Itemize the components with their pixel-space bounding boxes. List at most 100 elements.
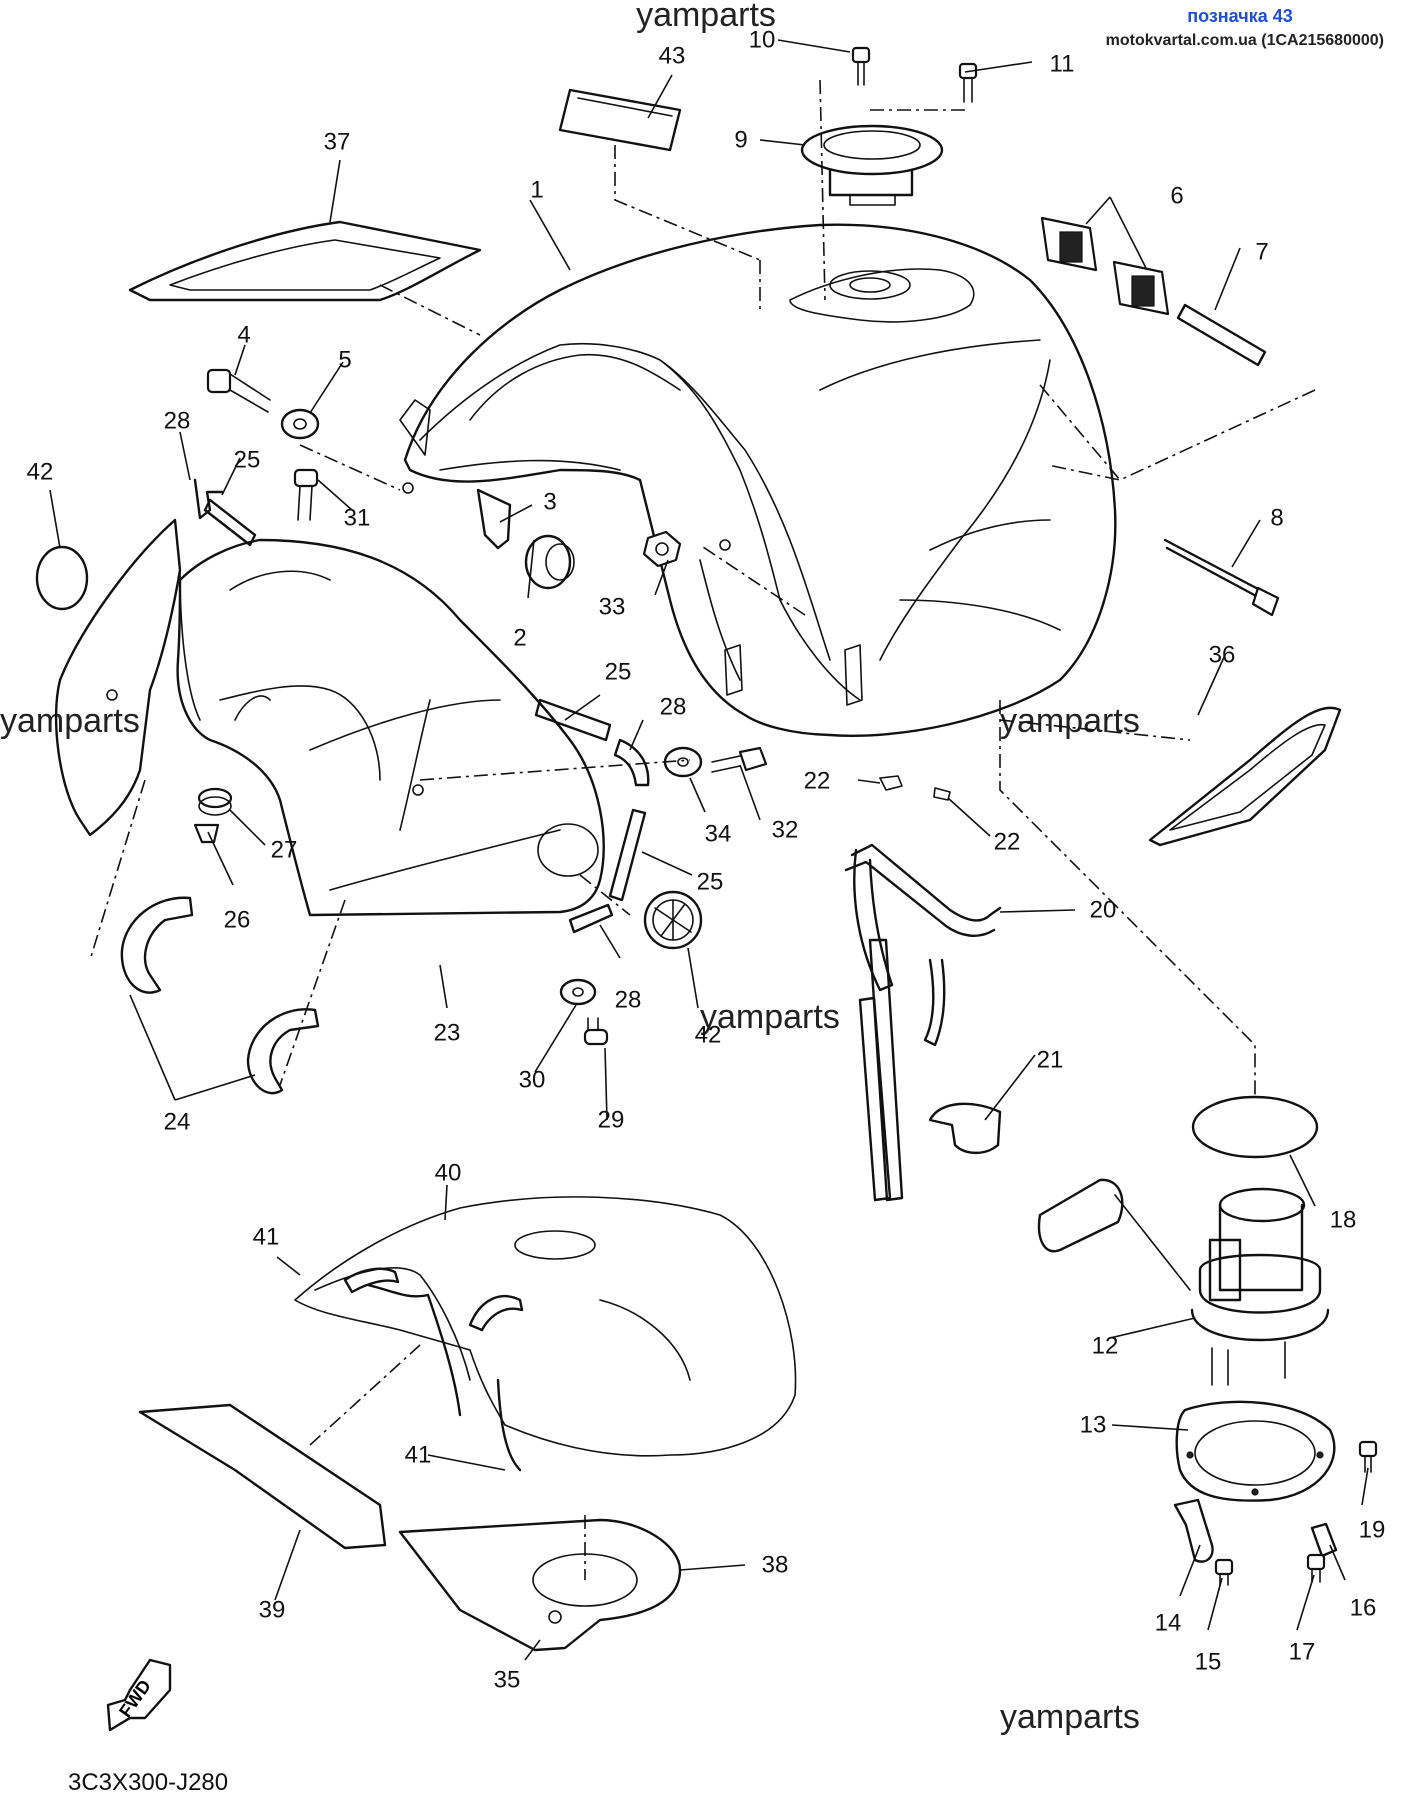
screw-19 [1358,1440,1378,1473]
callout-41-b: 41 [405,1442,432,1469]
clip-22-a [879,775,903,791]
callout-26: 26 [224,907,251,934]
callout-6: 6 [1170,183,1183,210]
callout-25-c: 25 [697,869,724,896]
lower-tank-seal-41 [496,1378,522,1472]
callout-23: 23 [434,1020,461,1047]
diagram-code: 3C3X300-J280 [68,1769,228,1796]
callout-40: 40 [435,1160,462,1187]
callout-38: 38 [762,1552,789,1579]
nut-33 [642,530,682,568]
callout-19: 19 [1359,1517,1386,1544]
callout-1: 1 [530,177,543,204]
side-cover-left-panel [54,518,201,837]
callout-9: 9 [734,127,747,154]
callout-28-b: 28 [660,694,687,721]
screw-29 [583,1017,609,1046]
grommet-2 [524,534,575,590]
callout-22-a: 22 [804,768,831,795]
damper-24-a [120,896,194,994]
hose-set-20 [844,843,1002,1202]
screw-32 [711,746,768,773]
screw-31 [293,468,319,521]
callout-8: 8 [1270,505,1283,532]
fwd-arrow: FWD [106,1658,172,1732]
callout-25-b: 25 [605,659,632,686]
collar-26 [193,823,220,844]
watermark-right: yamparts [1000,702,1140,740]
callout-41-a: 41 [253,1224,280,1251]
callout-22-b: 22 [994,829,1021,856]
strip-25-top [203,498,257,547]
header-title: позначка 43 [1187,6,1293,26]
cap-screw [958,62,978,103]
lower-tank-seal-40 [366,1283,462,1417]
callout-32: 32 [772,817,799,844]
callout-43: 43 [659,43,686,70]
callout-14: 14 [1155,1610,1182,1637]
damper-24-b [246,1008,320,1095]
strip-25-low [608,808,647,902]
watermark-left: yamparts [0,702,140,740]
callout-27: 27 [271,837,298,864]
callout-39: 39 [259,1597,286,1624]
callout-16: 16 [1350,1595,1377,1622]
header-site: motokvartal.com.ua (1CA215680000) [1106,32,1384,49]
callout-18: 18 [1330,1207,1357,1234]
collar-7 [1176,303,1267,367]
clamp-21 [928,1102,1002,1155]
screw-15 [1214,1558,1234,1586]
callout-5: 5 [338,347,351,374]
callout-25-a: 25 [234,447,261,474]
callout-15: 15 [1195,1649,1222,1676]
assembly-lines [89,79,1316,1580]
callout-34: 34 [705,821,732,848]
callout-36: 36 [1209,642,1236,669]
callout-35: 35 [494,1667,521,1694]
screw-17 [1306,1553,1326,1583]
lower-tank-cover [294,1196,797,1457]
fuel-tank [399,223,1117,737]
callout-29: 29 [598,1107,625,1134]
under-cover-39 [138,1403,387,1550]
callout-28-c: 28 [615,987,642,1014]
callout-24: 24 [164,1109,191,1136]
callout-3: 3 [543,489,556,516]
bolt-4 [206,368,271,413]
yamaha-emblem [643,890,703,950]
callout-17: 17 [1289,1639,1316,1666]
callout-30: 30 [519,1067,546,1094]
cap-bolt [851,46,871,86]
callout-7: 7 [1255,239,1268,266]
tank-pad-37 [128,220,482,302]
callout-13: 13 [1080,1412,1107,1439]
side-cover [176,538,605,917]
clip-28-mid [613,738,650,787]
bracket-3 [476,488,512,550]
callout-42-a: 42 [27,459,54,486]
clip-16 [1310,1522,1338,1558]
bolt-8 [1163,538,1280,617]
clip-28-top [193,478,224,520]
callout-11: 11 [1050,51,1075,78]
callout-31: 31 [344,505,371,532]
callout-28-a: 28 [164,408,191,435]
damper-pair [1040,216,1170,316]
washer-30 [559,978,597,1006]
leader-lines [49,39,1369,1661]
fuel-cap [800,124,944,206]
clip-14 [1173,1498,1214,1563]
callout-33: 33 [599,594,626,621]
clip-28-low [568,903,614,934]
watermark-top: yamparts [636,0,776,34]
callout-42-b: 42 [695,1022,722,1049]
strip-25-mid [534,698,612,742]
callout-2: 2 [513,625,526,652]
callout-10: 10 [749,27,776,54]
watermark-bottom: yamparts [1000,1698,1140,1736]
label-43 [558,88,682,152]
callout-20: 20 [1090,897,1117,924]
callout-12: 12 [1092,1333,1119,1360]
